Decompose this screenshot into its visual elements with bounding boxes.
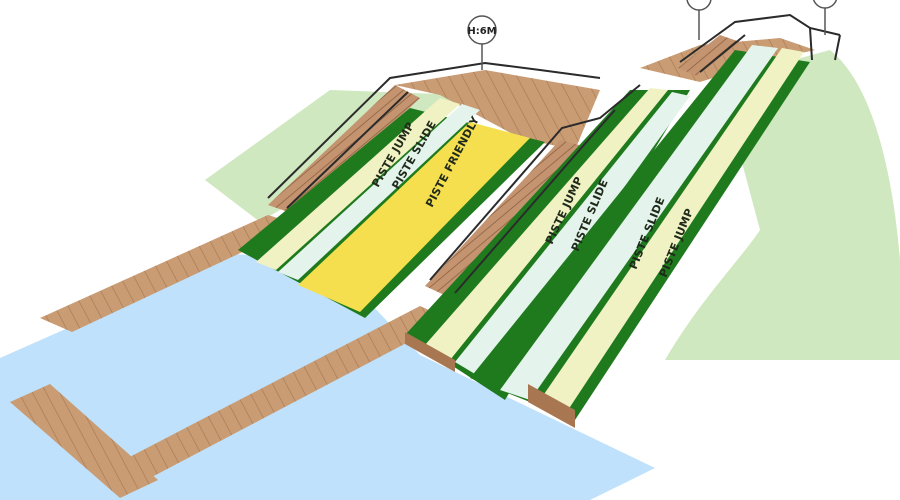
boardwalk-main: [120, 306, 450, 478]
lane-slide-1: [278, 104, 480, 280]
top-marker-partial-2: [812, 0, 838, 35]
end-block-right: [528, 384, 575, 428]
stairs-right: [678, 35, 740, 76]
end-block-middle: [405, 332, 455, 372]
lane-friendly: [298, 122, 530, 312]
lane-jump-1: [256, 98, 460, 270]
lane-jump-2: [425, 88, 668, 360]
top-marker-partial-1: [686, 0, 712, 40]
boardwalk-pier: [10, 384, 158, 498]
top-deck-left: [395, 70, 600, 150]
lane-slide-2: [455, 92, 690, 380]
grass-hill-right: [665, 50, 900, 360]
height-marker: H:6M: [467, 15, 497, 70]
lane-slide-3: [500, 45, 778, 400]
height-marker-label: H:6M: [467, 26, 496, 37]
handrails: [267, 13, 841, 294]
boardwalk-left: [40, 215, 300, 332]
lane-jump-3: [540, 48, 804, 410]
